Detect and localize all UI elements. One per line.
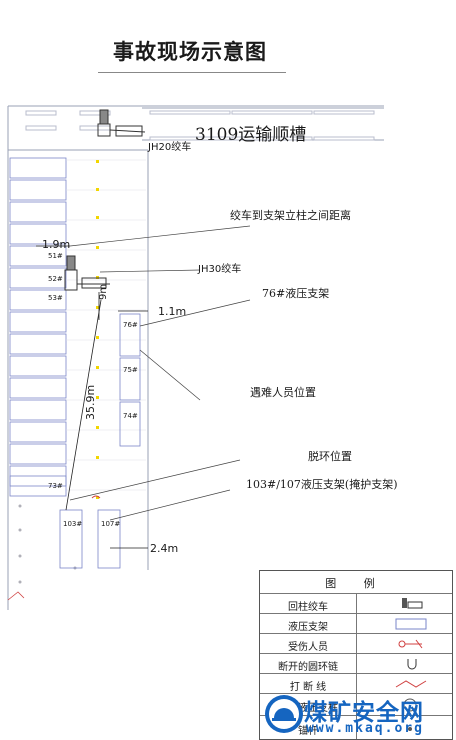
legend-divider	[356, 593, 357, 739]
jh20-winch-icon	[97, 109, 146, 137]
break-line-icon	[395, 680, 427, 688]
support-number-74: 74#	[123, 412, 138, 420]
legend-label: 受伤人员	[288, 642, 328, 653]
label-dist-1-9: 1.9m	[42, 238, 71, 251]
watermark: 煤矿安全网 www.mkaq.org	[262, 692, 456, 738]
title-underline	[98, 72, 286, 73]
hydraulic-support-icon	[395, 618, 427, 630]
single-prop-icon	[403, 698, 417, 712]
legend-row: 回柱绞车	[260, 593, 452, 614]
anchor-bolt-icon	[408, 727, 412, 731]
legend-title: 图 例	[325, 577, 387, 590]
support-73	[9, 475, 67, 497]
legend-label: 打 断 线	[289, 682, 327, 693]
support-number-73: 73#	[48, 482, 63, 490]
support-number-51: 51#	[48, 252, 63, 260]
injured-person-icon	[398, 639, 423, 649]
label-dist-35-9: 35.9m	[84, 384, 97, 420]
watermark-url: www.mkaq.org	[306, 721, 424, 736]
jh30-winch-icon	[64, 255, 110, 291]
broken-chain-marker	[91, 495, 101, 499]
legend-label: 单体液压支柱	[278, 703, 338, 714]
label-support-103-107: 103#/107液压支架(掩护支架)	[246, 478, 398, 491]
break-line	[7, 591, 25, 601]
supports-76-74	[119, 313, 141, 447]
safety-helmet-logo-icon	[265, 695, 303, 733]
legend-label: 断开的圆环链	[278, 662, 338, 673]
watermark-text: 煤矿安全网	[304, 700, 424, 726]
leader-lines	[69, 225, 251, 521]
roadway-name: 3109运输顺槽	[195, 125, 307, 145]
support-number-107: 107#	[101, 520, 121, 528]
legend-row: 打 断 线	[260, 673, 452, 694]
support-number-75: 75#	[123, 366, 138, 374]
label-dist-2-4: 2.4m	[150, 542, 179, 555]
label-victim-position: 遇难人员位置	[250, 386, 316, 399]
label-dist-9: 9m	[98, 283, 109, 300]
legend-row: 单体液压支柱	[260, 693, 452, 716]
roadway-outline	[7, 105, 384, 610]
dimension-lines	[36, 245, 148, 549]
legend-row: 断开的圆环链	[260, 653, 452, 674]
label-jh30: JH30绞车	[198, 264, 242, 275]
label-jh20: JH20绞车	[148, 142, 192, 153]
legend-row: 液压支架	[260, 613, 452, 634]
legend-label: 回柱绞车	[288, 602, 328, 613]
broken-chain-icon	[407, 659, 417, 670]
support-number-52: 52#	[48, 275, 63, 283]
legend-panel: 图 例 回柱绞车 液压支架 受伤人员 断开的圆环链 打 断 线 单体液压支柱	[259, 570, 453, 740]
legend-label: 液压支架	[288, 622, 328, 633]
label-support-76: 76#液压支架	[262, 287, 330, 300]
label-dist-1-1: 1.1m	[158, 305, 187, 318]
support-number-103: 103#	[63, 520, 83, 528]
winch-icon	[402, 598, 423, 609]
label-winch-distance: 绞车到支架立柱之间距离	[230, 209, 351, 222]
label-derail-position: 脱环位置	[308, 450, 352, 463]
goaf-hatch	[66, 159, 146, 491]
face-support-row	[9, 157, 67, 487]
page-title: 事故现场示意图	[113, 39, 267, 64]
supports-103-107	[59, 509, 121, 569]
support-number-53: 53#	[48, 294, 63, 302]
support-number-76: 76#	[123, 321, 138, 329]
legend-row: 受伤人员	[260, 633, 452, 654]
legend-label: 锚杆	[298, 726, 318, 737]
legend-row: 锚杆	[260, 715, 452, 740]
bolt-dots	[18, 504, 77, 584]
